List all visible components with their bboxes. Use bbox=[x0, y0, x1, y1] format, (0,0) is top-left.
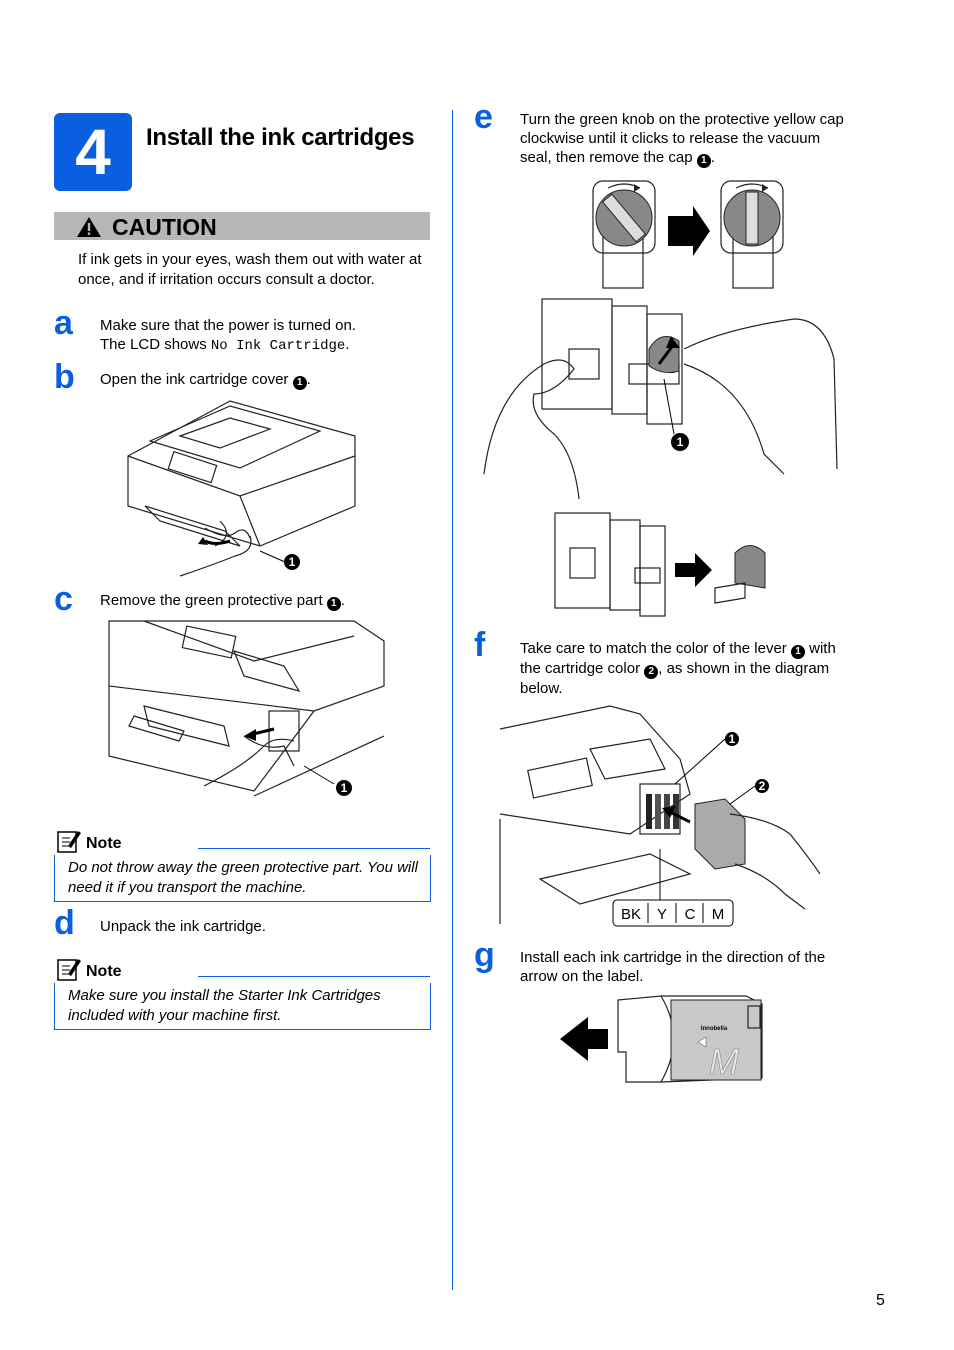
section-title: Install the ink cartridges bbox=[146, 124, 415, 151]
caution-bar bbox=[54, 212, 430, 240]
step-c-suffix: . bbox=[340, 592, 345, 609]
remove-protective-part-figure: 1 bbox=[108, 620, 385, 797]
color-label-m: M bbox=[712, 906, 725, 923]
color-label-bk: BK bbox=[621, 906, 641, 923]
step-b-text: Open the ink cartridge cover 1. bbox=[100, 370, 440, 390]
step-letter-g: g bbox=[474, 936, 495, 974]
callout-label: 2 bbox=[759, 779, 766, 793]
knob-rotation-figure bbox=[592, 180, 784, 289]
step-a-prefix: The LCD shows bbox=[100, 336, 211, 353]
brand-label: Innobella bbox=[701, 1026, 728, 1032]
cartridge-direction-figure: Innobella M bbox=[560, 995, 763, 1083]
note-icon bbox=[57, 831, 81, 853]
note-1-label: Note bbox=[86, 835, 122, 852]
callout-marker bbox=[671, 433, 689, 451]
note-2-label: Note bbox=[86, 963, 122, 980]
printer-open-cover-figure: 1 bbox=[127, 400, 356, 577]
lcd-message: No Ink Cartridge bbox=[210, 338, 346, 354]
caution-text: If ink gets in your eyes, wash them out … bbox=[78, 251, 422, 288]
callout-marker: 1 bbox=[696, 154, 711, 168]
callout-marker bbox=[284, 554, 300, 570]
color-label-y: Y bbox=[657, 906, 667, 923]
note-1-frame bbox=[54, 855, 431, 902]
callout-label: 1 bbox=[289, 555, 296, 569]
step-e-text: Turn the green knob on the protective ye… bbox=[520, 110, 850, 168]
callout-marker bbox=[725, 732, 739, 746]
step-f-part2: with the cartridge color bbox=[520, 640, 836, 677]
step-letter-d: d bbox=[54, 904, 75, 942]
step-f-text: Take care to match the color of the leve… bbox=[520, 639, 850, 698]
callout-label: 1 bbox=[677, 435, 684, 449]
color-match-figure: 1 2 BK Y C M bbox=[499, 705, 821, 927]
insert-arrow-icon bbox=[697, 1036, 707, 1048]
callout-label: 1 bbox=[729, 732, 736, 746]
step-b-body: Open the ink cartridge cover bbox=[100, 371, 293, 388]
step-a-line1: Make sure that the power is turned on. bbox=[100, 317, 356, 334]
cartridge-and-cap-figure bbox=[554, 512, 766, 617]
note-2-text: Make sure you install the Starter Ink Ca… bbox=[68, 987, 381, 1024]
section-number-badge: 4 bbox=[54, 113, 132, 191]
callout-marker: 1 bbox=[292, 376, 307, 390]
step-c-body: Remove the green protective part bbox=[100, 592, 327, 609]
step-e-body: Turn the green knob on the protective ye… bbox=[520, 111, 844, 166]
remove-cap-figure: 1 bbox=[483, 298, 838, 500]
note-icon bbox=[57, 959, 81, 981]
page-number: 5 bbox=[876, 1292, 885, 1309]
color-label-c: C bbox=[685, 906, 696, 923]
note-1-rule bbox=[198, 848, 430, 849]
step-a-suffix: . bbox=[345, 336, 350, 353]
step-e-suffix: . bbox=[710, 149, 715, 166]
note-2-rule bbox=[198, 976, 430, 977]
step-letter-a: a bbox=[54, 304, 73, 342]
caution-label: CAUTION bbox=[112, 214, 217, 240]
step-letter-f: f bbox=[474, 626, 486, 664]
callout-marker bbox=[755, 779, 769, 793]
warning-icon bbox=[77, 217, 101, 237]
note-2-frame bbox=[54, 983, 431, 1030]
callout-marker: 1 bbox=[326, 597, 341, 611]
step-f-part1: Take care to match the color of the leve… bbox=[520, 640, 791, 657]
step-letter-b: b bbox=[54, 358, 75, 396]
step-d-text: Unpack the ink cartridge. bbox=[100, 918, 266, 935]
note-1-text: Do not throw away the green protective p… bbox=[68, 859, 418, 896]
step-g-text: Install each ink cartridge in the direct… bbox=[520, 949, 826, 985]
step-a-line2: The LCD shows No Ink Cartridge. bbox=[100, 335, 440, 356]
step-letter-c: c bbox=[54, 580, 73, 618]
callout-marker bbox=[336, 780, 352, 796]
column-divider bbox=[452, 110, 453, 1290]
callout-marker: 2 bbox=[644, 665, 659, 679]
step-c-text: Remove the green protective part 1. bbox=[100, 591, 440, 611]
step-b-suffix: . bbox=[306, 371, 311, 388]
callout-marker: 1 bbox=[790, 645, 805, 659]
step-letter-e: e bbox=[474, 98, 493, 136]
step-a-text: Make sure that the power is turned on. T… bbox=[100, 316, 440, 356]
step-f-part3: , as shown in the diagram below. bbox=[520, 660, 830, 697]
cartridge-color-letter: M bbox=[709, 1041, 739, 1082]
callout-label: 1 bbox=[341, 781, 348, 795]
